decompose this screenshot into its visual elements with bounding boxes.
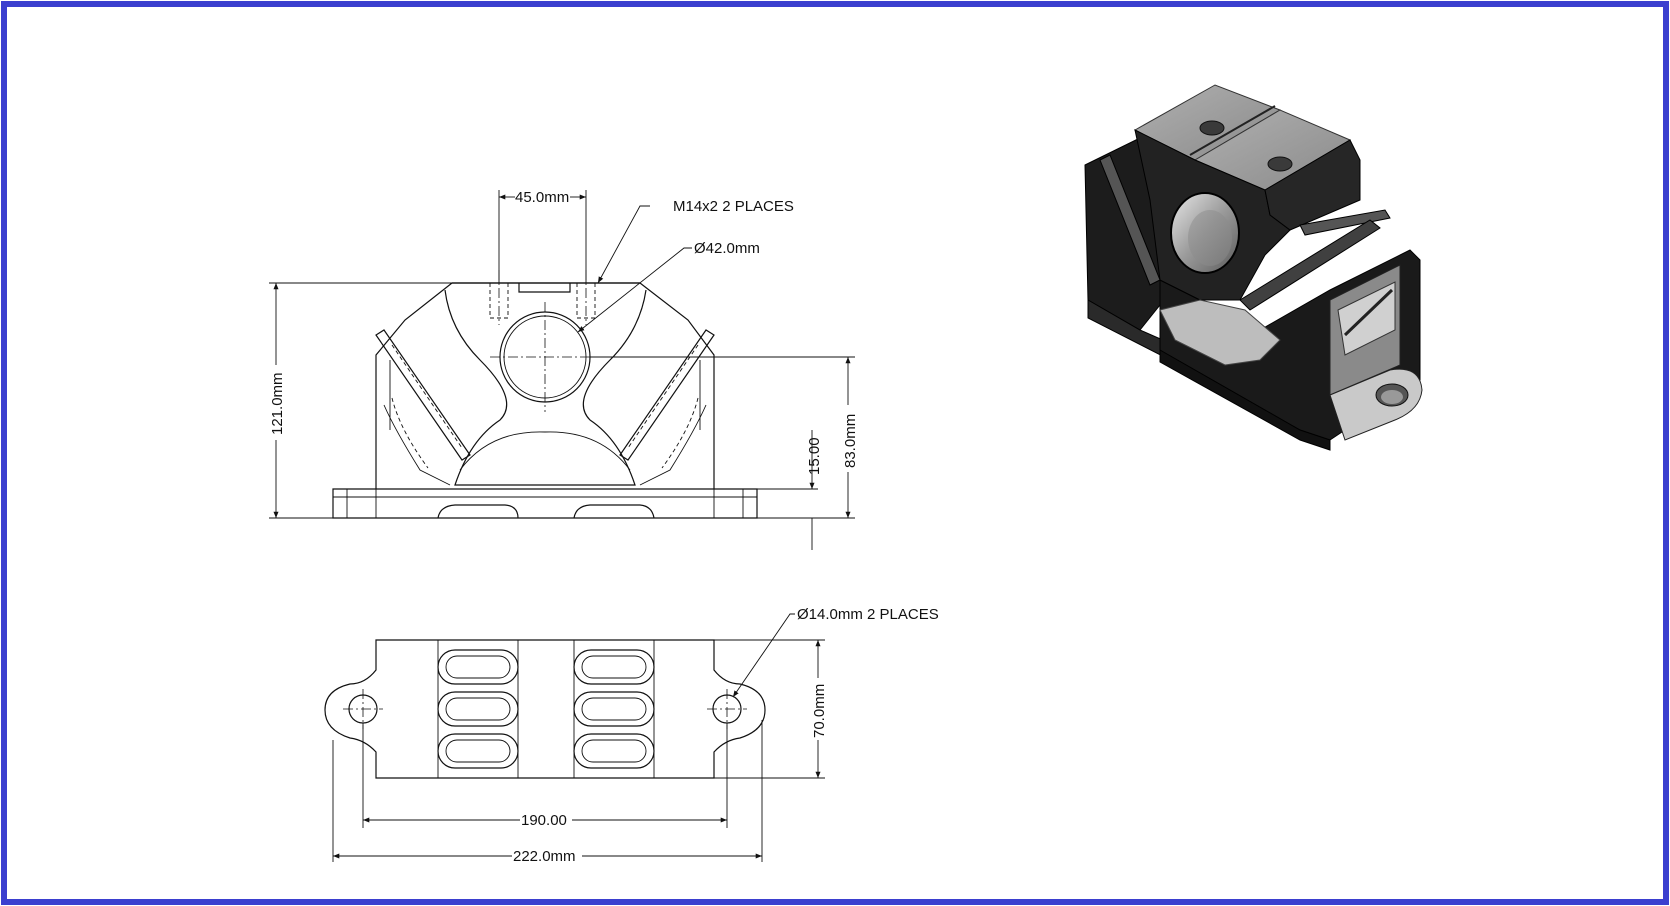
dim-depth: 70.0mm	[811, 684, 828, 738]
dim-overall-height: 121.0mm	[269, 372, 286, 435]
dim-bore-height: 83.0mm	[842, 414, 859, 468]
callout-thread: M14x2 2 PLACES	[673, 198, 794, 215]
callout-bore: Ø42.0mm	[694, 240, 760, 257]
dim-hole-spacing: 190.00	[521, 812, 567, 829]
dim-top-spacing: 45.0mm	[515, 189, 569, 206]
front-view: 45.0mm M14x2 2 PLACES Ø42.0mm 121.0mm 83…	[269, 189, 859, 550]
bottom-view: Ø14.0mm 2 PLACES 70.0mm 190.00 222.0mm	[324, 606, 939, 865]
bottom-slots-right	[573, 649, 655, 769]
callout-holes: Ø14.0mm 2 PLACES	[797, 606, 939, 623]
iso-floor	[1159, 299, 1281, 366]
front-base-plate	[332, 488, 758, 519]
dim-base-height: 15.00	[806, 437, 823, 475]
bottom-outline	[324, 639, 766, 779]
front-body-outline	[375, 282, 715, 489]
dim-overall-width: 222.0mm	[513, 848, 576, 865]
bottom-slots-left	[437, 649, 519, 769]
isometric-view	[1084, 84, 1423, 451]
